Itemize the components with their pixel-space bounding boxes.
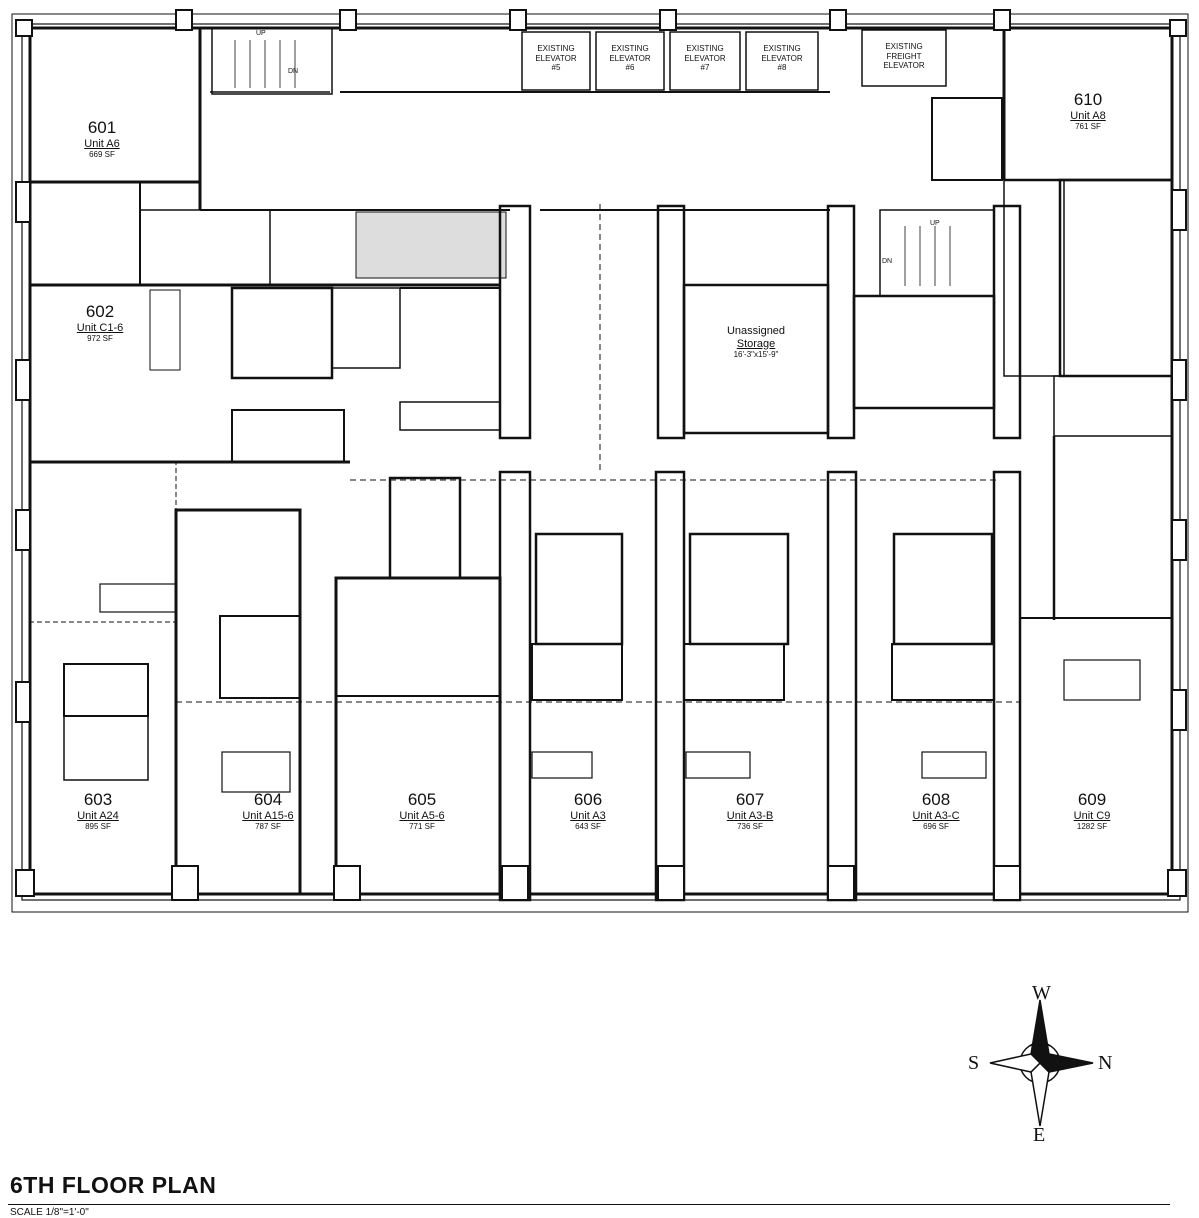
unit-name: Unit A15-6 [242,809,294,822]
unit-number: 601 [87,118,117,137]
unit-606-label: 606 Unit A3 643 SF [558,790,618,831]
elevator-line: #5 [551,63,561,73]
unit-area: 787 SF [255,822,281,832]
title-rule [8,1204,1170,1205]
stair-down-label: DN [288,68,299,75]
unit-number: 610 [1073,90,1103,109]
unit-number: 602 [85,302,115,321]
storage-dimensions: 16'-3"x15'-9" [733,350,779,360]
elevator-line: ELEVATOR [684,53,726,63]
unit-name: Unit C9 [1073,809,1111,822]
elevator-6-label: EXISTING ELEVATOR #6 [596,44,664,73]
unit-608-label: 608 Unit A3-C 696 SF [898,790,974,831]
unit-area: 761 SF [1075,122,1101,132]
elevator-line: EXISTING [885,42,923,51]
unit-area: 669 SF [89,150,115,160]
unit-number: 607 [735,790,765,809]
unit-name: Unit A3-C [912,809,960,822]
unit-name: Unit A5-6 [399,809,445,822]
unit-name: Unit A3 [570,809,606,822]
compass-west: W [1032,982,1051,1004]
unit-area: 696 SF [923,822,949,832]
unit-number: 606 [573,790,603,809]
storage-line-2: Storage [736,337,776,350]
unit-604-label: 604 Unit A15-6 787 SF [228,790,308,831]
stair-up-label: UP [930,220,940,227]
plan-title: 6TH FLOOR PLAN [10,1172,217,1198]
unit-area: 972 SF [87,334,113,344]
freight-elevator-label: EXISTING FREIGHT ELEVATOR [862,42,946,71]
stair-up-label: UP [256,30,266,37]
elevator-line: EXISTING [686,44,724,53]
unit-area: 1282 SF [1076,822,1108,832]
unit-609-label: 609 Unit C9 1282 SF [1060,790,1124,831]
unit-602-label: 602 Unit C1-6 972 SF [62,302,138,343]
elevator-line: #6 [625,63,635,73]
unit-605-label: 605 Unit A5-6 771 SF [384,790,460,831]
elevator-line: ELEVATOR [535,53,577,63]
elevator-line: #7 [700,63,710,73]
compass-east: E [1033,1124,1046,1146]
unit-area: 895 SF [85,822,111,832]
unit-name: Unit C1-6 [76,321,124,334]
elevator-5-label: EXISTING ELEVATOR #5 [522,44,590,73]
elevator-line: EXISTING [611,44,649,53]
unit-name: Unit A24 [77,809,119,822]
unit-number: 605 [407,790,437,809]
elevator-8-label: EXISTING ELEVATOR #8 [746,44,818,73]
compass-south: S [968,1052,980,1074]
compass-north: N [1098,1052,1113,1074]
unit-number: 603 [83,790,113,809]
elevator-line: ELEVATOR [609,53,651,63]
unit-area: 736 SF [737,822,763,832]
elevator-7-label: EXISTING ELEVATOR #7 [670,44,740,73]
elevator-line: FREIGHT [886,51,922,61]
storage-label: Unassigned Storage 16'-3"x15'-9" [700,325,812,359]
unit-number: 609 [1077,790,1107,809]
unit-area: 643 SF [575,822,601,832]
stair-down-label: DN [882,258,893,265]
plan-scale: SCALE 1/8"=1'-0" [10,1207,89,1218]
storage-line-1: Unassigned [726,325,786,337]
unit-number: 604 [253,790,283,809]
elevator-line: ELEVATOR [761,53,803,63]
unit-name: Unit A3-B [726,809,774,822]
unit-area: 771 SF [409,822,435,832]
elevator-line: ELEVATOR [883,61,925,71]
unit-607-label: 607 Unit A3-B 736 SF [714,790,786,831]
elevator-line: EXISTING [537,44,575,53]
elevator-line: #8 [777,63,787,73]
unit-name: Unit A6 [84,137,120,150]
unit-601-label: 601 Unit A6 669 SF [72,118,132,159]
unit-name: Unit A8 [1070,109,1106,122]
unit-number: 608 [921,790,951,809]
elevator-line: EXISTING [763,44,801,53]
unit-610-label: 610 Unit A8 761 SF [1058,90,1118,131]
unit-603-label: 603 Unit A24 895 SF [68,790,128,831]
